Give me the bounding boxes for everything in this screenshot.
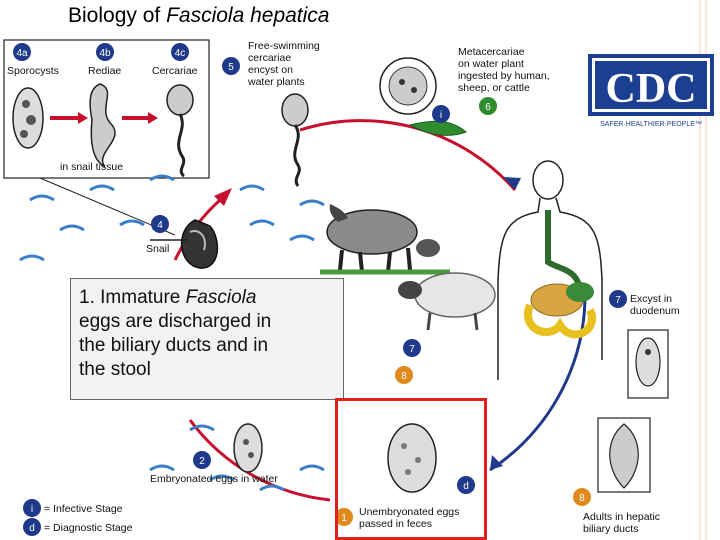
- water-waves: [19, 174, 325, 492]
- svg-text:4c: 4c: [175, 48, 186, 59]
- svg-text:Free-swimming: Free-swimming: [248, 40, 320, 52]
- badge-8: [573, 488, 591, 506]
- svg-text:cercariae: cercariae: [248, 52, 291, 64]
- svg-text:5: 5: [228, 62, 234, 73]
- svg-text:Unembryonated eggs: Unembryonated eggs: [359, 506, 459, 518]
- cycle-arrowhead-top: [503, 177, 521, 190]
- svg-text:1: 1: [341, 513, 347, 524]
- badge-4c: [171, 43, 189, 61]
- svg-text:8: 8: [579, 493, 585, 504]
- legend-diagnostic-label: = Diagnostic Stage: [44, 522, 133, 534]
- sheep-illustration: [398, 272, 496, 331]
- highlight-box-stage-1: [335, 398, 487, 540]
- legend-diagnostic-badge: [23, 518, 41, 536]
- svg-text:in snail tissue: in snail tissue: [60, 161, 123, 173]
- badge-4a: [13, 43, 31, 61]
- svg-text:Snail: Snail: [146, 243, 169, 255]
- badge-diagnostic-1: [457, 476, 475, 494]
- badge-4b: [96, 43, 114, 61]
- svg-text:biliary ducts: biliary ducts: [583, 523, 638, 535]
- cdc-logo: CDC SAFER·HEALTHIER·PEOPLE™: [588, 54, 714, 128]
- badge-7: [609, 290, 627, 308]
- svg-text:Rediae: Rediae: [88, 65, 121, 77]
- cycle-arc-right: [489, 299, 587, 472]
- badge-6: [479, 97, 497, 115]
- svg-text:d: d: [463, 481, 469, 492]
- svg-text:CDC: CDC: [606, 66, 697, 112]
- svg-text:Adults in hepatic: Adults in hepatic: [583, 511, 660, 523]
- legend-infective-badge: [23, 499, 41, 517]
- cycle-arrowhead-right: [490, 455, 503, 470]
- svg-text:Metacercariae: Metacercariae: [458, 46, 525, 58]
- svg-text:2: 2: [199, 456, 205, 467]
- badge-7-animal: [403, 339, 421, 357]
- svg-text:4b: 4b: [99, 48, 111, 59]
- stomach-illustration: [566, 282, 594, 302]
- svg-text:SAFER·HEALTHIER·PEOPLE™: SAFER·HEALTHIER·PEOPLE™: [600, 121, 702, 128]
- svg-text:7: 7: [409, 344, 415, 355]
- svg-text:water plants: water plants: [247, 76, 305, 88]
- svg-text:d: d: [29, 523, 35, 534]
- svg-text:4: 4: [157, 220, 163, 231]
- cercaria-illustration: [166, 84, 194, 116]
- caption-box: 1. Immature Fasciola eggs are discharged…: [70, 278, 344, 400]
- free-cercaria-illustration: [281, 93, 309, 127]
- svg-text:Embryonated eggs in water: Embryonated eggs in water: [150, 473, 278, 485]
- badge-4: [151, 215, 169, 233]
- cycle-arc-top: [299, 119, 517, 191]
- cycle-arc-bottom: [188, 419, 331, 502]
- svg-text:ingested by human,: ingested by human,: [458, 70, 550, 82]
- intestine-illustration: [524, 303, 596, 339]
- svg-text:encyst on: encyst on: [248, 64, 293, 76]
- human-silhouette: [497, 160, 603, 380]
- legend-infective-label: = Infective Stage: [44, 503, 123, 515]
- life-cycle-diagram: 4a Sporocysts 4b Rediae 4c Cercariae in …: [3, 39, 680, 536]
- svg-text:passed in feces: passed in feces: [359, 518, 432, 530]
- svg-text:7: 7: [615, 295, 621, 306]
- svg-text:Sporocysts: Sporocysts: [7, 65, 59, 77]
- svg-text:6: 6: [485, 102, 491, 113]
- svg-text:8: 8: [401, 371, 407, 382]
- cycle-arrowhead-left: [214, 188, 232, 206]
- redia-illustration: [89, 83, 116, 168]
- svg-text:i: i: [440, 110, 442, 121]
- badge-infective-6: [432, 105, 450, 123]
- badge-8-animal: [395, 366, 413, 384]
- badge-1: [335, 508, 353, 526]
- badge-2: [193, 451, 211, 469]
- unembryonated-egg-illustration: [387, 423, 437, 493]
- digestive-tract: [545, 210, 583, 289]
- svg-text:on water plant: on water plant: [458, 58, 524, 70]
- svg-text:Excyst in: Excyst in: [630, 293, 672, 305]
- svg-text:i: i: [31, 504, 33, 515]
- badge-5: [222, 57, 240, 75]
- svg-text:4a: 4a: [16, 48, 28, 59]
- snail-illustration: [180, 219, 219, 269]
- water-plant-illustration: [408, 120, 467, 136]
- embryonated-egg-illustration: [233, 423, 263, 473]
- svg-text:duodenum: duodenum: [630, 305, 680, 317]
- adult-fluke-illustration: [609, 423, 639, 489]
- svg-text:Cercariae: Cercariae: [152, 65, 198, 77]
- cattle-illustration: [320, 204, 450, 275]
- page-title: Biology of Fasciola hepatica: [68, 4, 330, 27]
- svg-text:sheep, or cattle: sheep, or cattle: [458, 82, 530, 94]
